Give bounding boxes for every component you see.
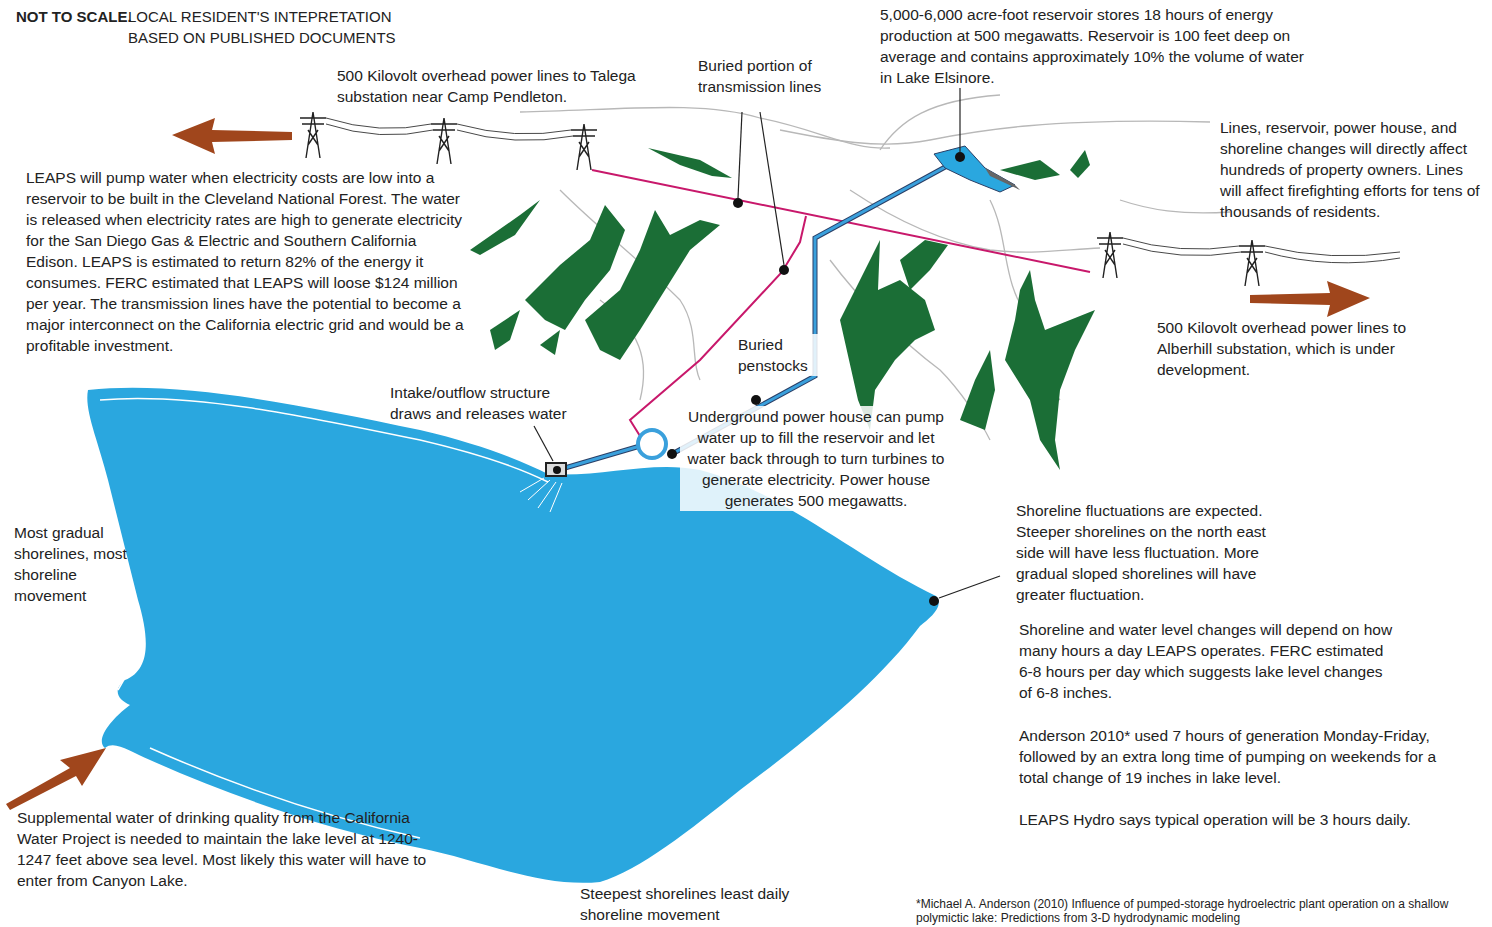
annotation-label: Shoreline and water level changes will d… bbox=[1019, 619, 1394, 703]
flow-arrows bbox=[6, 118, 1370, 810]
annotation-label: 500 Kilovolt overhead power lines to Tal… bbox=[337, 65, 667, 107]
annotation-label: Underground power house can pump water u… bbox=[680, 406, 952, 511]
annotation-label: LEAPS Hydro says typical operation will … bbox=[1019, 809, 1459, 830]
annotation-label: LEAPS will pump water when electricity c… bbox=[26, 167, 472, 356]
annotation-label: 500 Kilovolt overhead power lines to Alb… bbox=[1157, 317, 1422, 380]
annotation-label: Intake/outflow structure draws and relea… bbox=[390, 382, 586, 424]
annotation-label: Shoreline fluctuations are expected. Ste… bbox=[1016, 500, 1291, 605]
intake-structure bbox=[546, 463, 566, 476]
intake-pipe bbox=[558, 446, 640, 470]
terrain-lines bbox=[520, 95, 1230, 440]
shoreline-outline bbox=[100, 398, 548, 838]
annotation-label: *Michael A. Anderson (2010) Influence of… bbox=[916, 897, 1486, 925]
transmission-line bbox=[592, 170, 1090, 436]
annotation-label: Anderson 2010* used 7 hours of generatio… bbox=[1019, 725, 1464, 788]
annotation-label: Steepest shorelines least daily shorelin… bbox=[580, 883, 820, 925]
annotation-label: Lines, reservoir, power house, and shore… bbox=[1220, 117, 1488, 222]
surge-chamber bbox=[638, 430, 666, 458]
marker-dots bbox=[553, 152, 965, 606]
annotation-label: Most gradual shorelines, most shoreline … bbox=[14, 522, 132, 606]
annotation-label: Buried penstocks bbox=[738, 334, 820, 376]
annotation-label: NOT TO SCALE. bbox=[16, 6, 136, 27]
leader-lines bbox=[534, 88, 1000, 598]
reservoir bbox=[934, 146, 1015, 192]
annotation-label: Buried portion of transmission lines bbox=[698, 55, 858, 97]
annotation-label: Supplemental water of drinking quality f… bbox=[17, 807, 449, 891]
annotation-label: LOCAL RESIDENT'S INTEPRETATION BASED ON … bbox=[128, 6, 398, 48]
annotation-label: 5,000-6,000 acre-foot reservoir stores 1… bbox=[880, 4, 1310, 88]
